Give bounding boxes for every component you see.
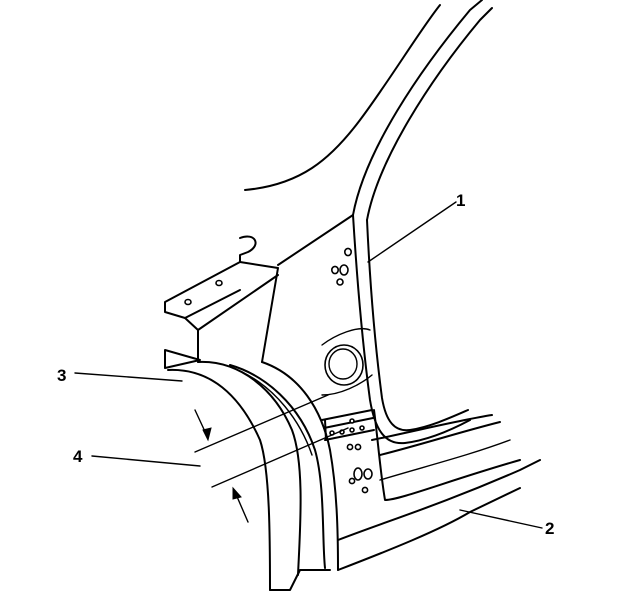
callout-2: 2 [545, 519, 554, 538]
leader-lines [74, 201, 543, 529]
leader-line-1 [367, 201, 457, 263]
wheelhouse-arch [167, 360, 339, 591]
callout-3: 3 [57, 366, 66, 385]
upper-body-outline [244, 0, 493, 221]
callout-1: 1 [456, 191, 465, 210]
measurement-lines [194, 394, 349, 523]
measure-line-lower [211, 427, 349, 488]
measure-line-upper [194, 394, 329, 453]
panel-holes-lower [346, 443, 373, 494]
panel-holes-upper [330, 247, 352, 286]
rocker-panel [337, 409, 541, 571]
leader-line-4 [91, 455, 201, 467]
arrow-lower [232, 486, 249, 523]
quarter-inner-panel [164, 214, 354, 369]
arrow-upper [194, 409, 212, 442]
leader-line-2 [459, 509, 543, 529]
access-hole [321, 328, 373, 396]
door-opening-pillar [352, 214, 471, 445]
callout-4: 4 [73, 447, 83, 466]
leader-line-3 [74, 372, 183, 382]
